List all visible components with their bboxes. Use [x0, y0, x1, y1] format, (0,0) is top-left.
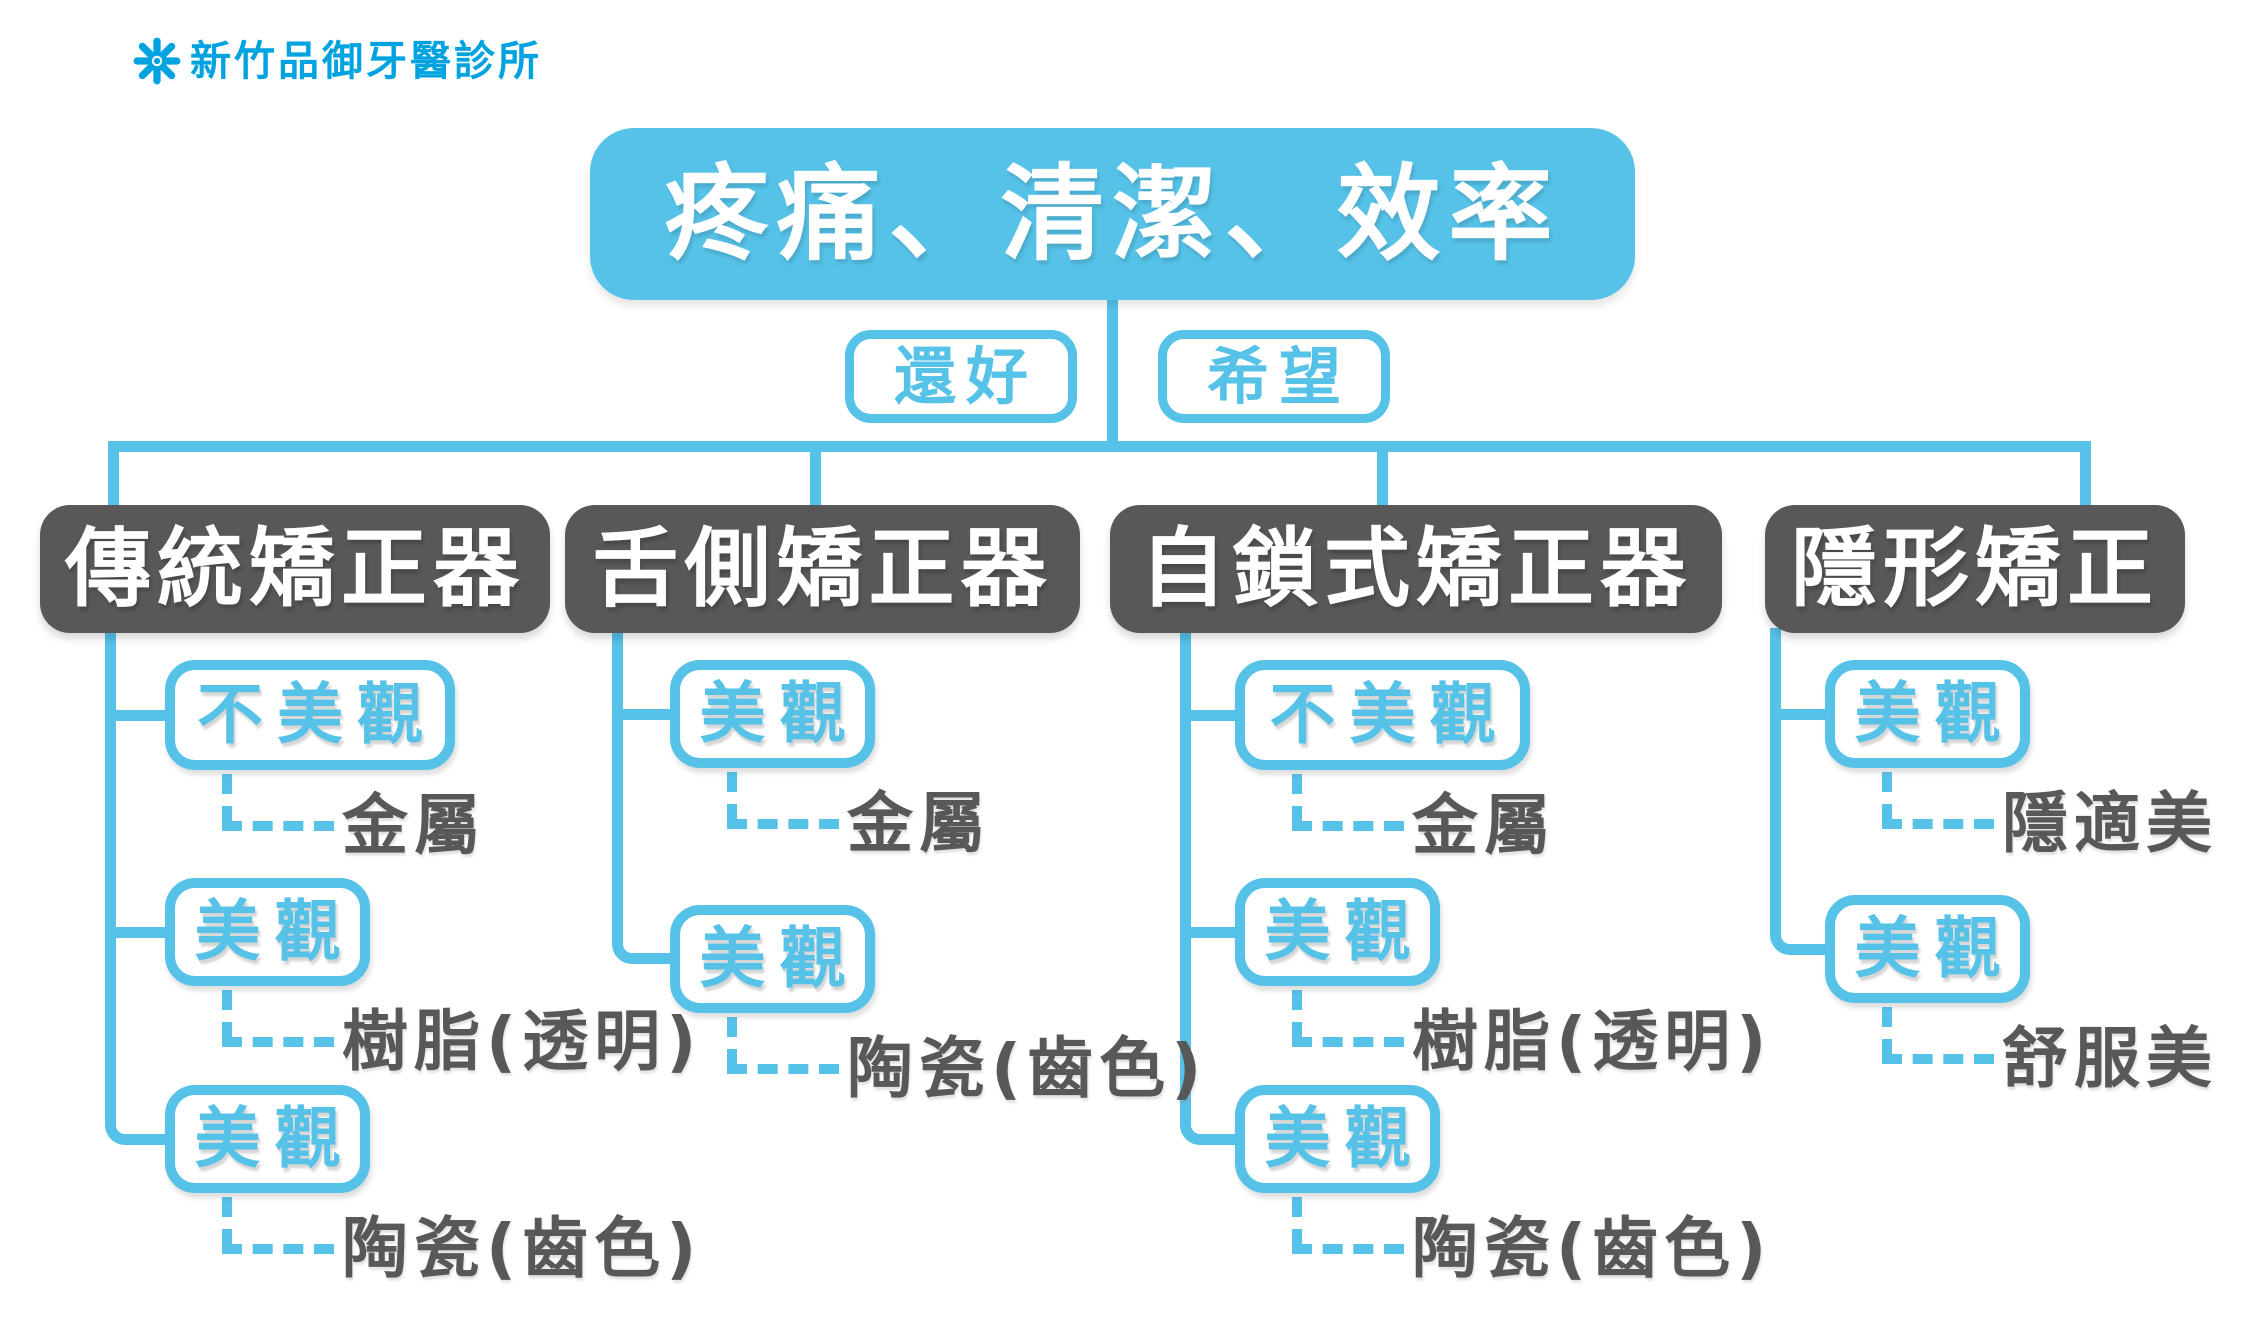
branch-node: 不美觀: [1235, 660, 1530, 770]
connector-dashed: [1882, 819, 1994, 829]
category-node-self-ligating-braces: 自鎖式矯正器: [1110, 505, 1722, 633]
connector-dashed: [222, 821, 334, 831]
category-title: 隱形矯正: [1791, 519, 2159, 619]
branch-tag: 不美觀: [1269, 676, 1510, 753]
branch-node: 美觀: [670, 660, 875, 768]
connector-stub: [1191, 927, 1235, 938]
connector-stub: [1781, 709, 1825, 720]
feeling-node-okay: 還好: [845, 330, 1077, 423]
connector-stub: [623, 709, 670, 720]
category-node-traditional-braces: 傳統矯正器: [40, 505, 550, 633]
leaf-label: 陶瓷(齒色): [1412, 1210, 1773, 1287]
branch-tag: 美觀: [1854, 910, 2015, 987]
leaf-label: 樹脂(透明): [342, 1003, 703, 1080]
connector-dashed: [727, 1064, 839, 1074]
connector-dashed: [1292, 990, 1302, 1042]
branch-tag: 美觀: [699, 675, 860, 752]
category-title: 傳統矯正器: [65, 519, 525, 619]
connector-dashed: [222, 1037, 334, 1047]
clinic-logo: 新竹品御牙醫診所: [132, 36, 542, 86]
connector-trunk-col1: [105, 628, 167, 1145]
feeling-label: 希望: [1206, 339, 1351, 413]
branch-tag: 不美觀: [197, 676, 437, 753]
asterisk-flower-icon: [132, 36, 182, 86]
feeling-node-hope: 希望: [1158, 330, 1390, 423]
branch-tag: 美觀: [699, 920, 860, 997]
connector-dashed: [1292, 821, 1404, 831]
category-title: 舌側矯正器: [592, 519, 1053, 619]
connector-dashed: [222, 1197, 232, 1249]
connector-dashed: [1292, 1197, 1302, 1249]
connector-stub: [116, 710, 165, 721]
connector-dashed: [1882, 1054, 1994, 1064]
root-node: 疼痛、清潔、效率: [590, 128, 1635, 300]
branch-tag: 美觀: [1264, 893, 1425, 970]
branch-tag: 美觀: [194, 1100, 355, 1177]
connector-dashed: [1292, 1244, 1404, 1254]
leaf-label: 隱適美: [2002, 785, 2218, 862]
connector-stub: [116, 927, 165, 938]
connector-stub: [1191, 710, 1235, 721]
connector-main-rail: [108, 441, 2091, 452]
connector-dashed: [222, 774, 232, 826]
connector-drop-col2: [810, 446, 821, 508]
connector-dashed: [727, 772, 737, 824]
connector-dashed: [1882, 1007, 1892, 1059]
leaf-label: 金屬: [847, 785, 991, 862]
connector-trunk-col3: [1180, 628, 1237, 1145]
feeling-label: 還好: [893, 339, 1038, 413]
category-node-invisible-aligners: 隱形矯正: [1765, 505, 2185, 633]
clinic-name: 新竹品御牙醫診所: [190, 36, 542, 85]
root-title: 疼痛、清潔、效率: [664, 153, 1561, 275]
leaf-label: 陶瓷(齒色): [847, 1030, 1208, 1107]
connector-dashed: [727, 1017, 737, 1069]
branch-tag: 美觀: [194, 893, 355, 970]
connector-dashed: [1882, 772, 1892, 824]
connector-trunk-col2: [612, 628, 672, 964]
category-title: 自鎖式矯正器: [1140, 519, 1692, 619]
branch-node: 美觀: [1825, 660, 2030, 768]
branch-node: 美觀: [1235, 878, 1440, 986]
branch-node: 美觀: [165, 878, 370, 986]
connector-dashed: [222, 1244, 334, 1254]
connector-title-drop: [1107, 298, 1118, 452]
connector-drop-col1: [108, 446, 119, 508]
connector-dashed: [727, 819, 839, 829]
connector-drop-col4: [2080, 446, 2091, 508]
leaf-label: 樹脂(透明): [1412, 1003, 1773, 1080]
branch-node: 美觀: [165, 1085, 370, 1193]
connector-dashed: [222, 990, 232, 1042]
connector-trunk-col4: [1770, 628, 1827, 955]
leaf-label: 陶瓷(齒色): [342, 1210, 703, 1287]
leaf-label: 金屬: [1412, 787, 1556, 864]
leaf-label: 金屬: [342, 787, 486, 864]
leaf-label: 舒服美: [2002, 1020, 2218, 1097]
branch-tag: 美觀: [1264, 1100, 1425, 1177]
branch-node: 美觀: [670, 905, 875, 1013]
branch-node: 美觀: [1235, 1085, 1440, 1193]
connector-dashed: [1292, 1037, 1404, 1047]
branch-node: 不美觀: [165, 660, 455, 770]
connector-drop-col3: [1377, 446, 1388, 508]
branch-node: 美觀: [1825, 895, 2030, 1003]
connector-dashed: [1292, 774, 1302, 826]
category-node-lingual-braces: 舌側矯正器: [565, 505, 1080, 633]
branch-tag: 美觀: [1854, 675, 2015, 752]
